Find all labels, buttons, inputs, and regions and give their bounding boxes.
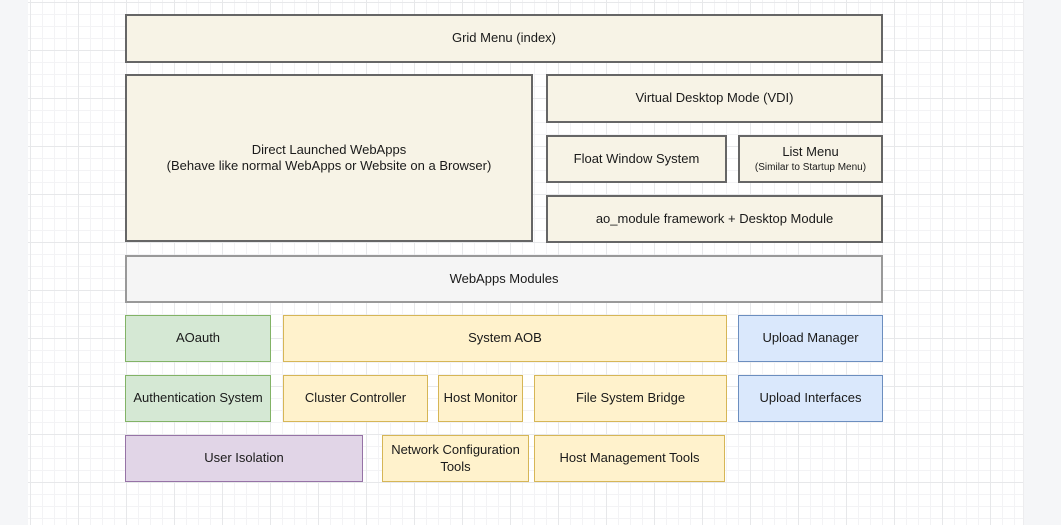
page-margin-left <box>0 0 29 525</box>
node-upload-interfaces-label: Upload Interfaces <box>760 390 862 406</box>
node-cluster-controller-label: Cluster Controller <box>305 390 406 406</box>
node-list-menu[interactable]: List Menu (Similar to Startup Menu) <box>738 135 883 183</box>
node-network-configuration-tools-label: Network Configuration Tools <box>387 442 524 475</box>
node-float-window-system[interactable]: Float Window System <box>546 135 727 183</box>
node-system-aob-label: System AOB <box>468 330 542 346</box>
node-host-management-tools[interactable]: Host Management Tools <box>534 435 725 482</box>
node-grid-menu[interactable]: Grid Menu (index) <box>125 14 883 63</box>
node-upload-manager-label: Upload Manager <box>762 330 858 346</box>
node-user-isolation-label: User Isolation <box>204 450 283 466</box>
node-virtual-desktop-mode-label: Virtual Desktop Mode (VDI) <box>636 90 794 106</box>
node-upload-interfaces[interactable]: Upload Interfaces <box>738 375 883 422</box>
page-margin-right <box>1023 0 1061 525</box>
node-direct-launched-webapps-label: Direct Launched WebApps <box>252 142 406 158</box>
node-list-menu-subtitle: (Similar to Startup Menu) <box>755 161 866 174</box>
node-user-isolation[interactable]: User Isolation <box>125 435 363 482</box>
node-list-menu-title: List Menu <box>782 144 838 160</box>
node-file-system-bridge-label: File System Bridge <box>576 390 685 406</box>
node-upload-manager[interactable]: Upload Manager <box>738 315 883 362</box>
node-aoauth[interactable]: AOauth <box>125 315 271 362</box>
node-system-aob[interactable]: System AOB <box>283 315 727 362</box>
node-webapps-modules-label: WebApps Modules <box>450 271 559 287</box>
node-host-management-tools-label: Host Management Tools <box>560 450 700 466</box>
node-ao-module-framework-label: ao_module framework + Desktop Module <box>596 211 833 227</box>
node-direct-launched-webapps-sublabel: (Behave like normal WebApps or Website o… <box>167 158 492 174</box>
node-authentication-system[interactable]: Authentication System <box>125 375 271 422</box>
node-authentication-system-label: Authentication System <box>133 390 262 406</box>
node-cluster-controller[interactable]: Cluster Controller <box>283 375 428 422</box>
node-host-monitor[interactable]: Host Monitor <box>438 375 523 422</box>
node-host-monitor-label: Host Monitor <box>444 390 518 406</box>
node-webapps-modules[interactable]: WebApps Modules <box>125 255 883 303</box>
node-ao-module-framework[interactable]: ao_module framework + Desktop Module <box>546 195 883 243</box>
node-virtual-desktop-mode[interactable]: Virtual Desktop Mode (VDI) <box>546 74 883 123</box>
node-aoauth-label: AOauth <box>176 330 220 346</box>
node-grid-menu-label: Grid Menu (index) <box>452 30 556 46</box>
node-file-system-bridge[interactable]: File System Bridge <box>534 375 727 422</box>
diagram-canvas[interactable]: Grid Menu (index) Direct Launched WebApp… <box>28 0 1023 525</box>
node-direct-launched-webapps[interactable]: Direct Launched WebApps (Behave like nor… <box>125 74 533 242</box>
node-network-configuration-tools[interactable]: Network Configuration Tools <box>382 435 529 482</box>
node-float-window-system-label: Float Window System <box>574 151 700 167</box>
